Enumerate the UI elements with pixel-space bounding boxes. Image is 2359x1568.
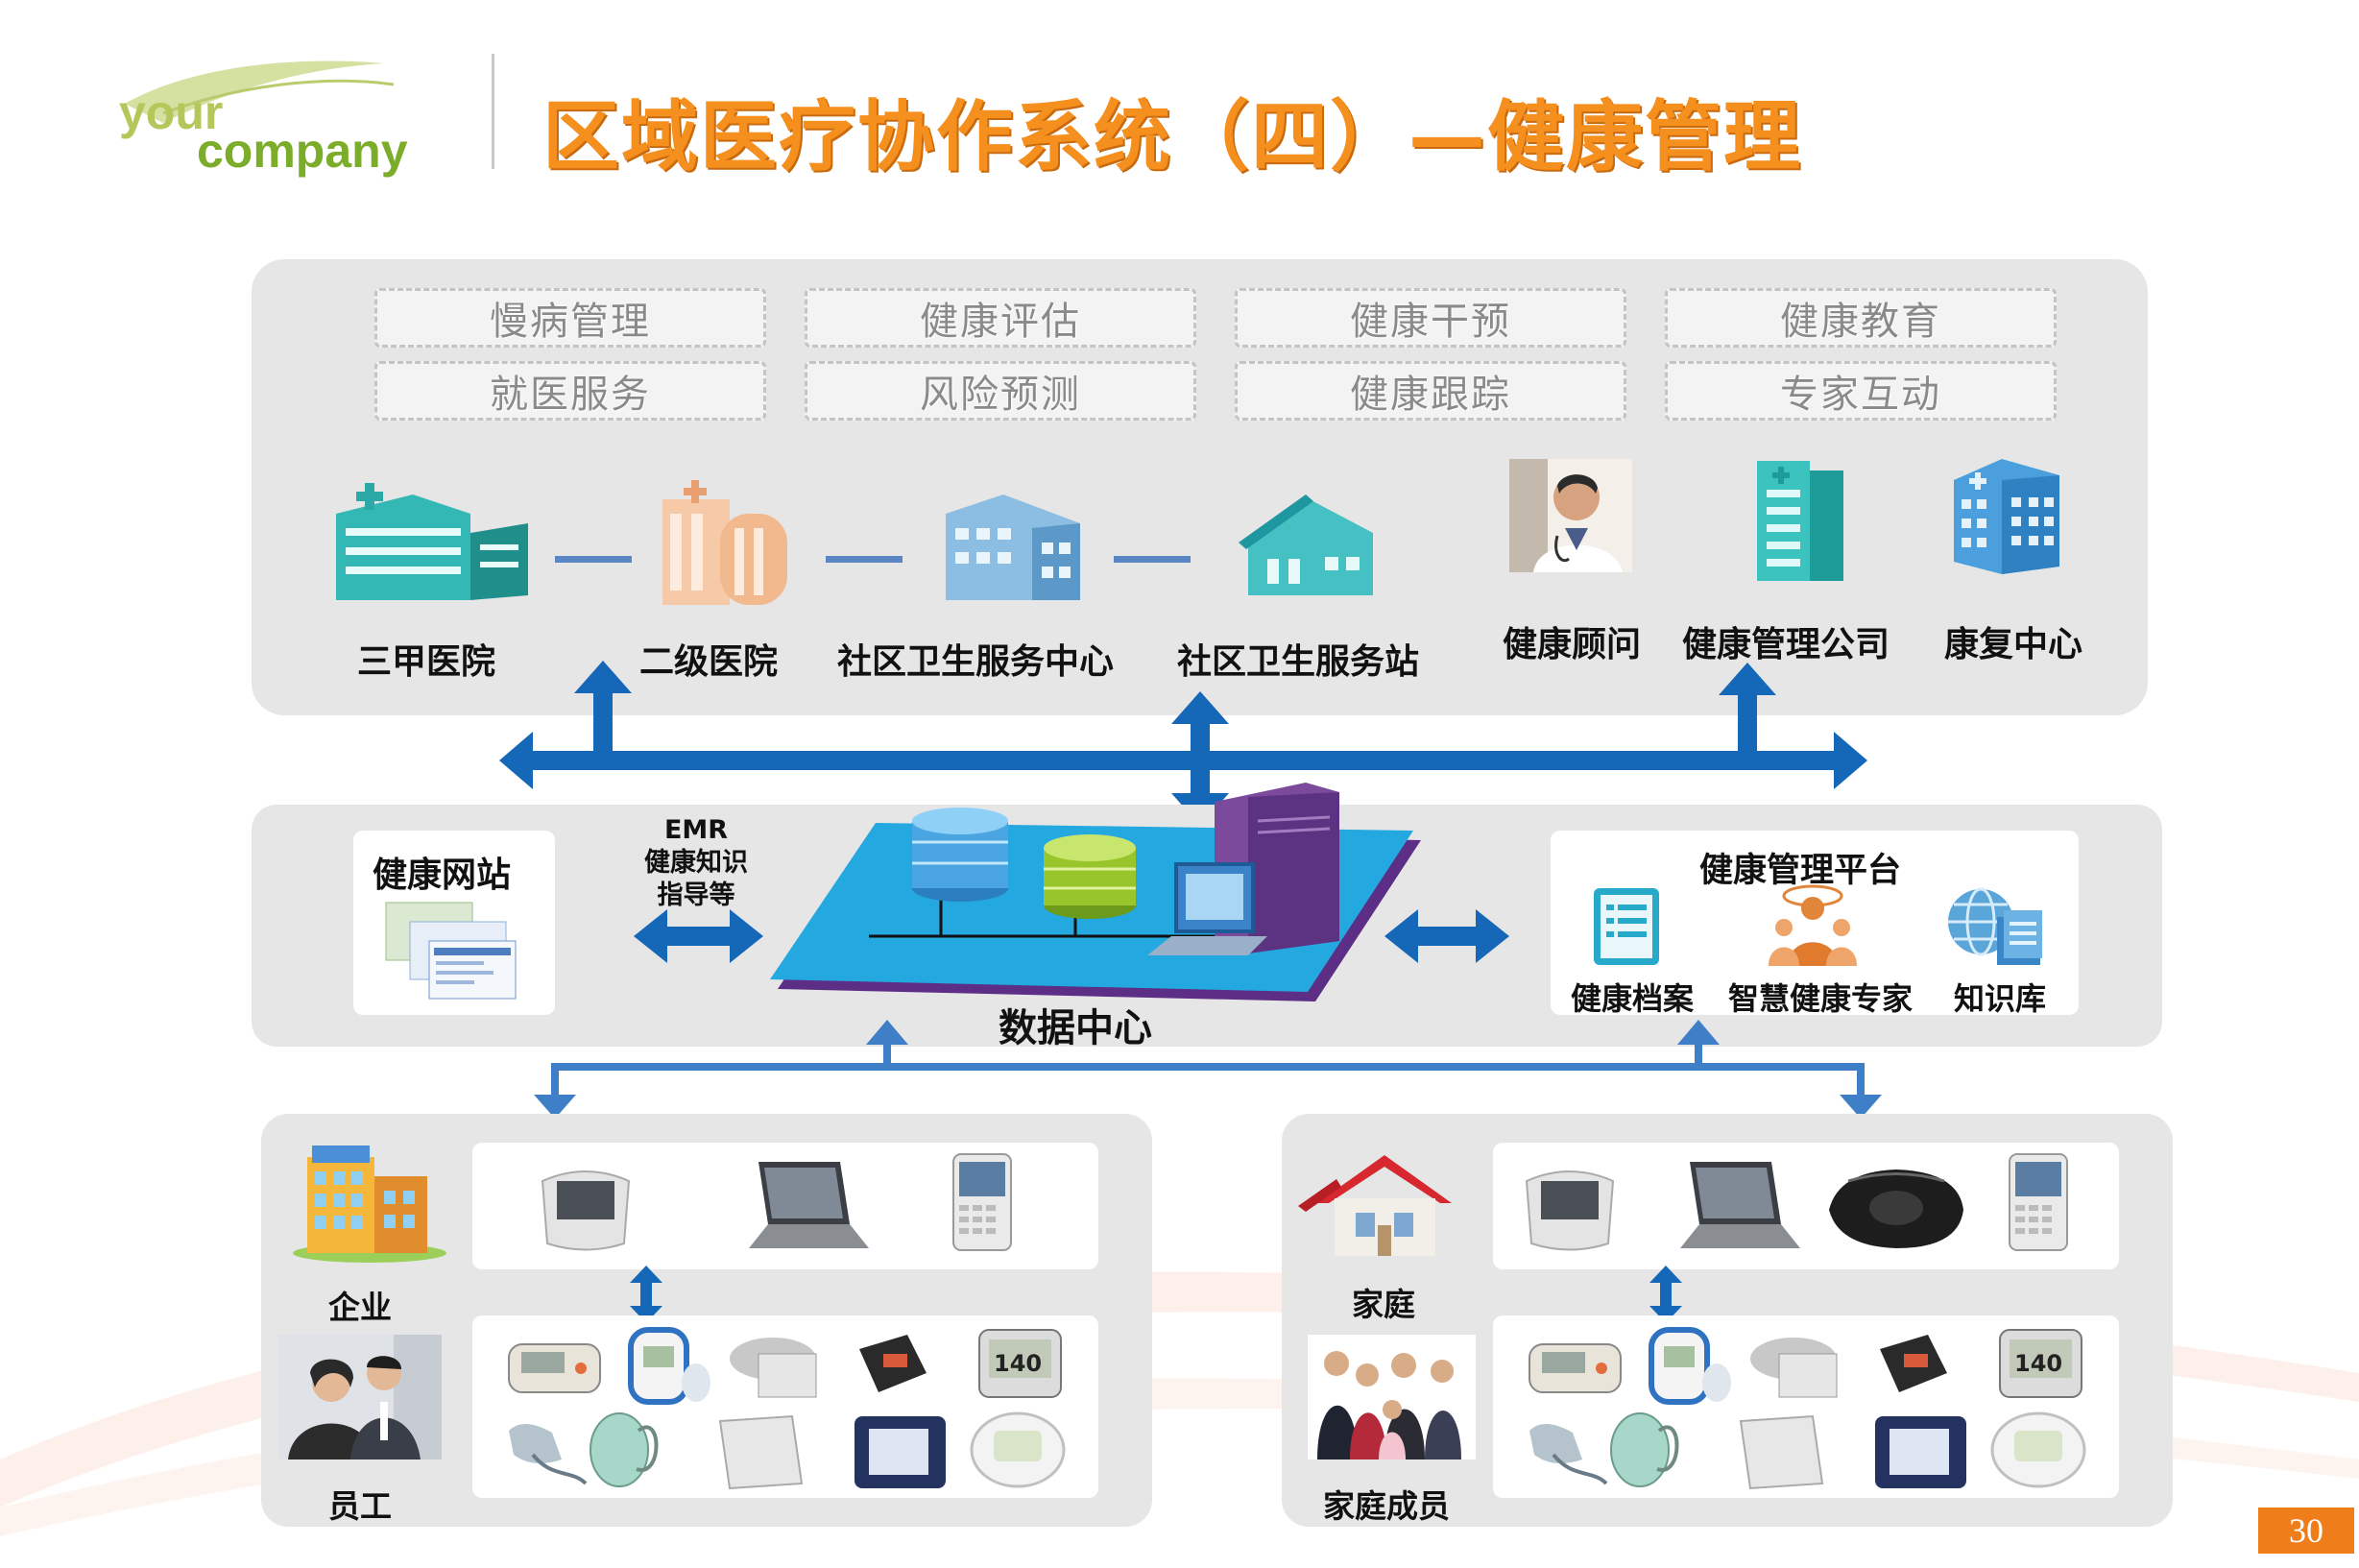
medical-devices-left-icon: 140 — [508, 1327, 1066, 1490]
data-center-icon — [770, 783, 1421, 1001]
logo-swoosh-icon — [125, 60, 395, 124]
health-company-icon — [1757, 461, 1843, 581]
connector-line — [555, 556, 632, 563]
service-box-education: 健康教育 — [1665, 288, 2057, 348]
service-box-chronic: 慢病管理 — [374, 288, 766, 348]
page-number-badge: 30 — [2258, 1508, 2354, 1554]
exchange-line-emr: EMR — [663, 815, 729, 845]
svg-text:140: 140 — [994, 1350, 1042, 1377]
label-health-company: 健康管理公司 — [1682, 625, 1890, 664]
logo-text-company: company — [197, 124, 408, 178]
service-box-assessment: 健康评估 — [805, 288, 1196, 348]
health-platform-title: 健康管理平台 — [1699, 852, 1902, 890]
sync-arrow-right — [1649, 1266, 1682, 1323]
health-record-icon — [1594, 888, 1659, 965]
family-members-photo — [1308, 1335, 1476, 1459]
double-arrow-left — [634, 909, 763, 963]
connector-line — [1114, 556, 1191, 563]
double-arrow-right — [1384, 909, 1509, 963]
service-box-medical: 就医服务 — [374, 361, 766, 421]
employees-photo — [278, 1335, 442, 1459]
medical-devices-right-icon: 140 — [1529, 1327, 2086, 1490]
knowledge-base-icon — [1948, 887, 2042, 965]
health-advisor-photo — [1509, 459, 1632, 572]
svg-text:140: 140 — [2014, 1350, 2062, 1377]
label-grade3-hospital: 三甲医院 — [357, 642, 496, 682]
service-box-risk: 风险预测 — [805, 361, 1196, 421]
label-rehab-center: 康复中心 — [1944, 625, 2083, 664]
smartphone-icon — [2009, 1153, 2068, 1251]
platform-item-records: 健康档案 — [1571, 980, 1695, 1017]
service-box-expert: 专家互动 — [1665, 361, 2057, 421]
family-members-label: 家庭成员 — [1323, 1487, 1450, 1525]
employees-label: 员工 — [328, 1487, 392, 1525]
tablet-device-icon — [541, 1170, 631, 1251]
hospital-grade3-icon — [336, 483, 528, 600]
logo-text-your: your — [119, 85, 224, 139]
community-center-icon — [946, 495, 1080, 600]
exchange-line-guidance: 指导等 — [657, 880, 735, 910]
service-box-intervention: 健康干预 — [1235, 288, 1626, 348]
smart-expert-icon — [1769, 884, 1857, 966]
rehab-center-icon — [1954, 459, 2059, 574]
page-title: 区域医疗协作系统（四）—健康管理 — [542, 92, 1802, 181]
community-station-icon — [1239, 495, 1373, 595]
website-screens-icon — [385, 902, 517, 1000]
home-house-icon — [1298, 1155, 1452, 1256]
home-gateway-icon — [1829, 1170, 1963, 1248]
hospital-grade2-icon — [662, 480, 787, 605]
company-logo: your company — [106, 46, 422, 190]
laptop-icon — [749, 1162, 869, 1248]
platform-item-knowledge: 知识库 — [1954, 980, 2047, 1017]
label-health-advisor: 健康顾问 — [1503, 625, 1642, 664]
emr-exchange-text: EMR 健康知识 指导等 — [624, 814, 768, 912]
header-divider — [492, 54, 494, 169]
connector-line — [826, 556, 903, 563]
sync-arrow-left — [630, 1266, 662, 1323]
label-community-station: 社区卫生服务站 — [1177, 642, 1420, 682]
home-label: 家庭 — [1352, 1286, 1415, 1323]
exchange-line-knowledge: 健康知识 — [644, 848, 748, 878]
platform-item-expert: 智慧健康专家 — [1728, 980, 1914, 1017]
enterprise-label: 企业 — [328, 1289, 392, 1326]
smartphone-icon — [952, 1153, 1012, 1251]
tablet-device-icon — [1525, 1170, 1615, 1251]
data-center-label: 数据中心 — [999, 1006, 1152, 1050]
health-website-label: 健康网站 — [373, 856, 512, 895]
service-box-tracking: 健康跟踪 — [1235, 361, 1626, 421]
enterprise-building-icon — [293, 1146, 446, 1263]
label-grade2-hospital: 二级医院 — [639, 642, 779, 682]
label-community-center: 社区卫生服务中心 — [837, 642, 1115, 682]
page-number: 30 — [2289, 1511, 2323, 1550]
laptop-icon — [1680, 1162, 1800, 1248]
